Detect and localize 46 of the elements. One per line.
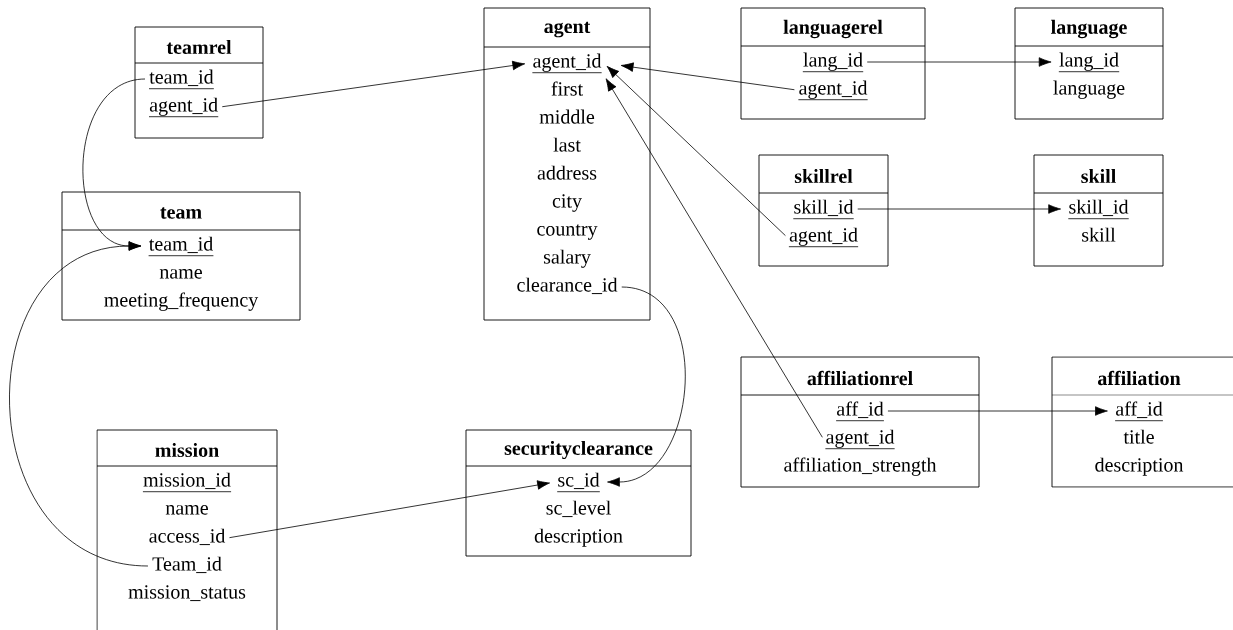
column-name: description: [1095, 457, 1184, 476]
arrow: [606, 65, 786, 237]
column-name: first: [551, 81, 583, 96]
arrow: [229, 480, 550, 539]
column-name: last: [553, 137, 581, 152]
arrow: [857, 204, 1061, 214]
arrow: [620, 62, 795, 91]
column-name: name: [165, 505, 208, 515]
column-name: middle: [539, 109, 595, 124]
column-name: aff_id: [835, 401, 885, 422]
column-name: meeting_frequency: [104, 292, 259, 311]
column-name: skill_id: [792, 199, 855, 220]
arrow: [887, 406, 1108, 416]
column-name: agent_id: [825, 429, 896, 450]
arrow: [866, 57, 1052, 67]
column-name: salary: [543, 249, 591, 268]
column-name: agent_id: [531, 53, 603, 74]
column-name: title: [1123, 429, 1154, 444]
arrow: [607, 286, 686, 487]
arrow: [221, 60, 526, 108]
column-name: lang_id: [802, 52, 864, 73]
column-name: team_id: [148, 69, 215, 90]
column-name: affiliation_strength: [784, 457, 937, 476]
column-name: description: [534, 528, 623, 547]
column-name: sc_id: [556, 472, 601, 493]
column-name: agent_id: [148, 97, 219, 118]
column-name: mission_status: [128, 585, 246, 602]
column-name: Team_id: [152, 556, 222, 574]
column-name: agent_id: [798, 80, 869, 101]
column-name: team_id: [148, 236, 214, 257]
column-name: sc_level: [546, 500, 611, 518]
arrow: [9, 241, 149, 567]
column-name: name: [159, 269, 202, 279]
arrow: [605, 78, 823, 438]
column-name: skill: [1082, 227, 1116, 242]
column-name: city: [552, 194, 582, 212]
column-name: clearance_id: [517, 277, 618, 295]
column-name: skill_id: [1067, 199, 1130, 220]
column-name: lang_id: [1058, 52, 1120, 73]
column-name: language: [1053, 80, 1125, 99]
column-name: country: [537, 224, 598, 240]
column-name: mission_id: [142, 472, 232, 493]
column-name: aff_id: [1114, 401, 1164, 422]
column-name: address: [537, 165, 597, 180]
column-name: agent_id: [788, 227, 859, 248]
column-name: access_id: [149, 528, 226, 546]
